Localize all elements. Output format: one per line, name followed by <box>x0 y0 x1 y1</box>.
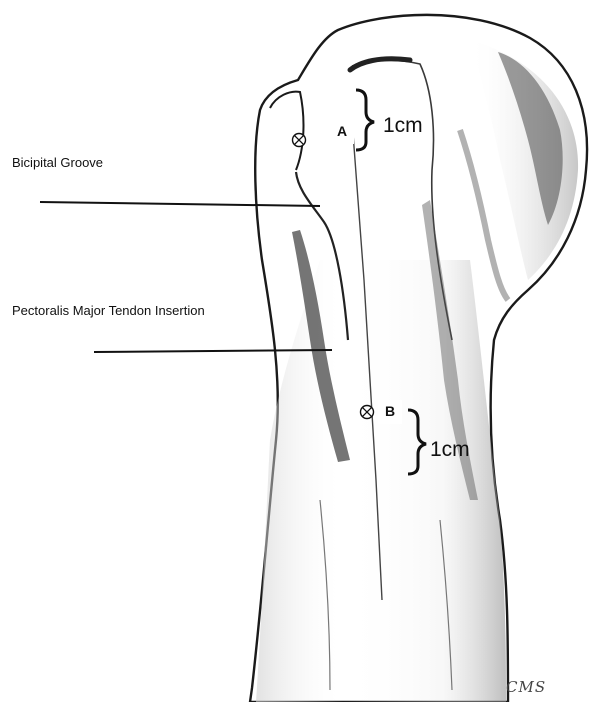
marker-a-symbol <box>293 134 306 147</box>
artist-signature: CMS <box>506 678 546 696</box>
marker-b-letter: B <box>378 400 402 424</box>
marker-a-letter: A <box>330 120 354 144</box>
bicipital-groove-label: Bicipital Groove <box>12 155 103 170</box>
marker-b-symbol <box>361 406 374 419</box>
marker-b-measure: 1cm <box>430 438 470 462</box>
marker-a-measure: 1cm <box>383 114 423 138</box>
pectoralis-insertion-label: Pectoralis Major Tendon Insertion <box>12 303 205 318</box>
